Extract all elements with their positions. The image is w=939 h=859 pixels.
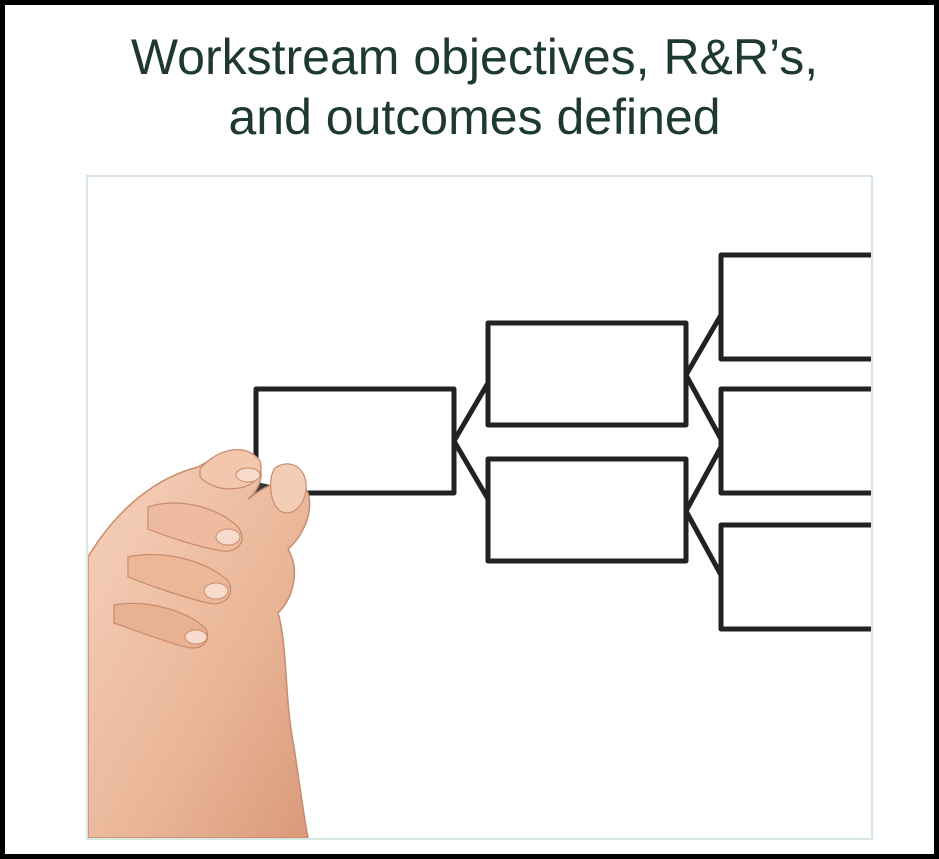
hand-with-marker-icon <box>88 449 311 838</box>
org-box-level2-top <box>485 320 689 428</box>
org-chart-sketch <box>253 252 871 632</box>
org-box-level2-bottom <box>485 456 689 564</box>
title-line-2: and outcomes defined <box>228 89 721 145</box>
title-line-1: Workstream objectives, R&R’s, <box>130 29 819 85</box>
org-box-level3-bottom <box>718 522 871 632</box>
org-chart-photo <box>86 175 873 840</box>
org-box-level3-top <box>718 252 871 362</box>
slide-title: Workstream objectives, R&R’s, and outcom… <box>15 27 934 147</box>
org-box-level3-middle <box>718 386 871 496</box>
org-chart-illustration <box>88 252 871 838</box>
connector-level2-bottom-level3 <box>683 444 724 578</box>
connector-root-level2 <box>451 380 491 502</box>
connector-level2-top-level3 <box>683 312 724 442</box>
